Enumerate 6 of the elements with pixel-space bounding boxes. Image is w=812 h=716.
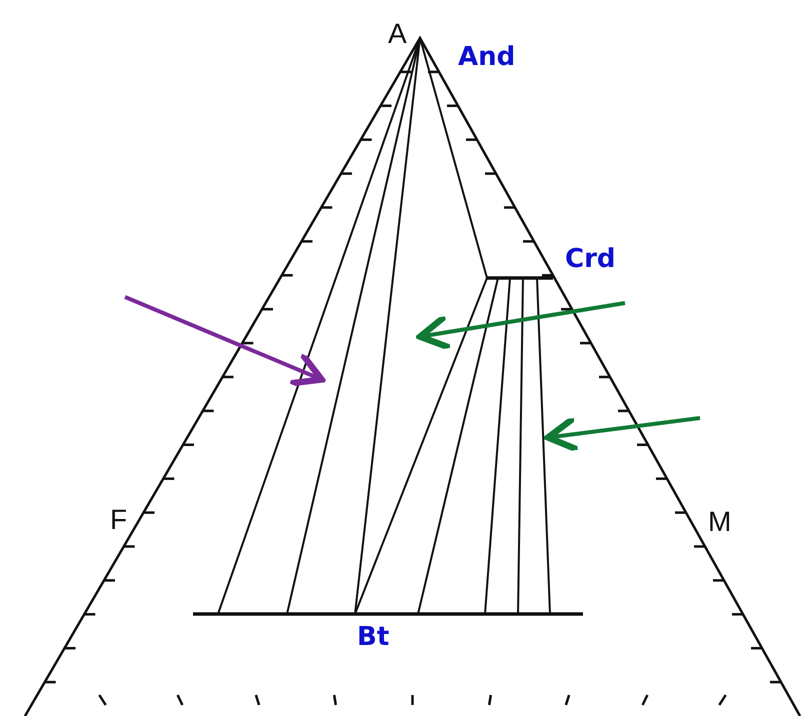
corner-label: F xyxy=(110,506,128,534)
phase-label: Crd xyxy=(565,246,616,272)
corner-label: A xyxy=(388,20,407,48)
corner-label: M xyxy=(708,508,732,536)
phase-label: Bt xyxy=(357,624,390,650)
phase-label: And xyxy=(458,44,516,70)
